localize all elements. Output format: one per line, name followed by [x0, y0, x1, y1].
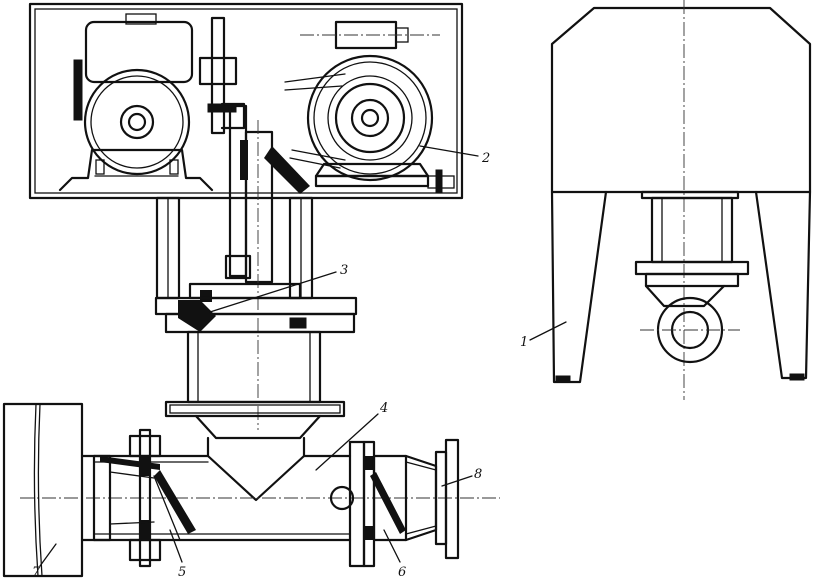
callout-6: 6 — [398, 565, 406, 578]
callout-1: 1 — [520, 335, 528, 350]
callouts-side: 1 — [520, 321, 567, 350]
end-block — [2, 402, 96, 578]
callouts-front: 2 3 4 5 6 7 8 — [32, 145, 490, 578]
electric-motor — [284, 20, 455, 193]
drive-shafts — [155, 104, 314, 430]
side-column — [634, 196, 750, 308]
side-legs — [550, 190, 812, 384]
callout-7: 7 — [32, 565, 41, 578]
side-housing — [550, 6, 812, 194]
gear-reducer-unit — [58, 13, 214, 192]
side-outlet-pipe — [640, 296, 740, 364]
mixer-tee-body — [20, 414, 500, 542]
callout-4: 4 — [379, 401, 388, 416]
cylinder-body — [164, 330, 346, 418]
left-inlet-flange — [92, 428, 196, 568]
callout-2: 2 — [481, 151, 490, 166]
side-view: 1 — [520, 0, 812, 400]
front-view: 2 3 4 5 6 7 8 — [2, 2, 500, 578]
right-outlet-flange — [329, 438, 460, 568]
callout-3: 3 — [340, 263, 348, 278]
seal-flange-assembly — [154, 282, 358, 334]
callout-5: 5 — [178, 565, 186, 578]
callout-8: 8 — [474, 467, 482, 482]
belt-pulley — [198, 16, 246, 135]
